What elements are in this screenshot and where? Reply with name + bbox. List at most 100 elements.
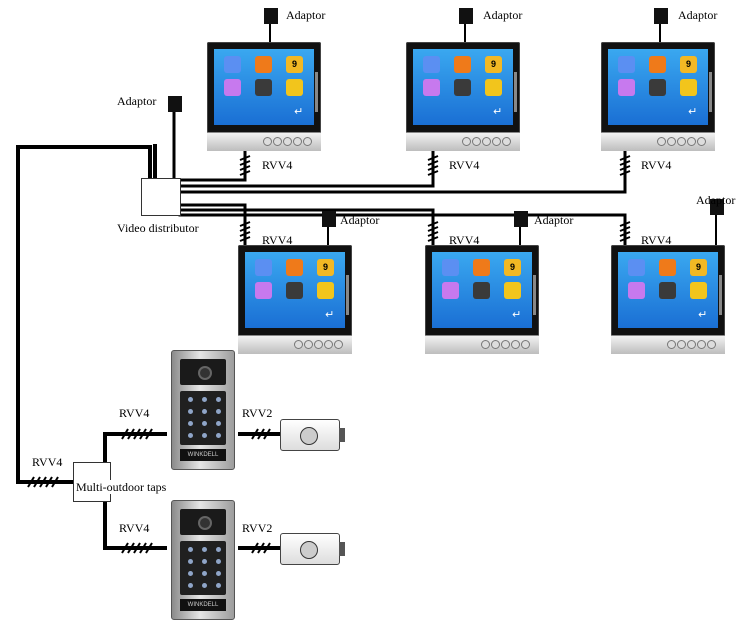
back-icon: ↵	[493, 105, 503, 118]
monitor-touch-button	[687, 340, 696, 349]
adaptor-plug-5	[514, 211, 528, 227]
calendar-icon: 9	[680, 56, 697, 73]
monitor-touch-button	[263, 137, 272, 146]
multi-outdoor-taps-label: Multi-outdoor taps	[76, 480, 167, 494]
video-distributor-label: Video distributor	[117, 221, 199, 235]
app-tile-icon	[628, 259, 645, 276]
adaptor-plugs	[168, 8, 724, 227]
monitor-screen: 9↵	[618, 252, 718, 328]
app-tile-icon	[649, 79, 666, 96]
app-tile-icon	[255, 282, 272, 299]
app-tile-icon	[473, 259, 490, 276]
app-tile-icon	[286, 259, 303, 276]
indoor-monitor-5: 9↵	[425, 245, 539, 354]
keypad-key	[216, 571, 221, 576]
rvv2-label-lock-2: RVV2	[242, 521, 273, 535]
lock-tab	[339, 428, 345, 442]
keypad-key	[202, 433, 207, 438]
keypad-key	[202, 571, 207, 576]
app-tile-icon	[680, 79, 697, 96]
back-icon: ↵	[688, 105, 698, 118]
monitor-touch-button	[657, 137, 666, 146]
app-tile-icon	[286, 282, 303, 299]
app-tile-icon	[454, 56, 471, 73]
keypad-key	[216, 409, 221, 414]
monitor-touch-button	[697, 340, 706, 349]
keypad-key	[202, 409, 207, 414]
door-station-1: WINKDELL	[171, 350, 235, 470]
cable-monitor-4	[178, 203, 247, 247]
cable-door-1	[103, 432, 167, 464]
keypad-key	[202, 559, 207, 564]
app-tile-icon	[659, 259, 676, 276]
adaptor-label-4: Adaptor	[340, 213, 380, 227]
monitor-touch-button	[687, 137, 696, 146]
monitor-touch-button	[462, 137, 471, 146]
calendar-icon: 9	[317, 259, 334, 276]
monitor-screen: 9↵	[245, 252, 345, 328]
back-icon: ↵	[325, 308, 335, 321]
door-station-brand-plate: WINKDELL	[180, 449, 226, 461]
adaptor-label-1: Adaptor	[286, 8, 326, 22]
camera-module	[180, 509, 226, 535]
monitor-touch-button	[294, 340, 303, 349]
keypad-key	[202, 583, 207, 588]
electric-lock-2	[280, 533, 345, 565]
adaptor-plug-2	[459, 8, 473, 24]
indoor-monitor-3: 9↵	[601, 42, 715, 151]
monitor-touch-button	[502, 137, 511, 146]
monitor-button-bezel	[425, 335, 539, 354]
monitor-touch-button	[677, 137, 686, 146]
rvv4-label-door-2: RVV4	[119, 521, 150, 535]
indoor-monitor-6: 9↵	[611, 245, 725, 354]
app-tile-icon	[224, 56, 241, 73]
keypad-key	[202, 547, 207, 552]
adaptor-plug-distributor	[168, 96, 182, 112]
indoor-monitor-4: 9↵	[238, 245, 352, 354]
monitor-touch-button	[324, 340, 333, 349]
monitor-button-bezel	[406, 132, 520, 151]
app-tile-icon	[504, 282, 521, 299]
lock-knob	[300, 541, 318, 559]
adaptor-label-distributor: Adaptor	[117, 94, 157, 108]
keypad-key	[216, 547, 221, 552]
calendar-icon: 9	[485, 56, 502, 73]
monitor-button-bezel	[601, 132, 715, 151]
monitor-touch-button	[273, 137, 282, 146]
rvv4-label-monitor-4: RVV4	[262, 233, 293, 247]
keypad-key	[188, 421, 193, 426]
rvv4-label-monitor-3: RVV4	[641, 158, 672, 172]
monitor-touch-button	[501, 340, 510, 349]
app-tile-icon	[618, 56, 635, 73]
monitor-side-edge	[346, 275, 349, 315]
camera-lens-icon	[198, 366, 212, 380]
app-tile-icon	[473, 282, 490, 299]
monitor-touch-button	[511, 340, 520, 349]
app-tile-icon	[618, 79, 635, 96]
app-tile-icon	[286, 79, 303, 96]
rvv4-label-monitor-6: RVV4	[641, 233, 672, 247]
monitor-screen: 9↵	[608, 49, 708, 125]
monitor-touch-button	[283, 137, 292, 146]
app-tile-icon	[659, 282, 676, 299]
adaptor-plug-6	[710, 199, 724, 215]
keypad-key	[188, 547, 193, 552]
cable-door-2	[103, 498, 167, 550]
app-tile-icon	[255, 259, 272, 276]
monitor-side-edge	[315, 72, 318, 112]
cable-monitor-1	[178, 148, 247, 182]
keypad-key	[188, 409, 193, 414]
adaptor-plug-4	[322, 211, 336, 227]
keypad-key	[188, 583, 193, 588]
app-tile-icon	[628, 282, 645, 299]
cable-tick-marks	[27, 155, 631, 554]
keypad-key	[216, 433, 221, 438]
monitor-touch-button	[334, 340, 343, 349]
keypad-key	[216, 397, 221, 402]
monitor-touch-button	[521, 340, 530, 349]
adaptor-label-5: Adaptor	[534, 213, 574, 227]
keypad-key	[216, 421, 221, 426]
app-tile-icon	[255, 56, 272, 73]
rvv4-label-monitor-5: RVV4	[449, 233, 480, 247]
